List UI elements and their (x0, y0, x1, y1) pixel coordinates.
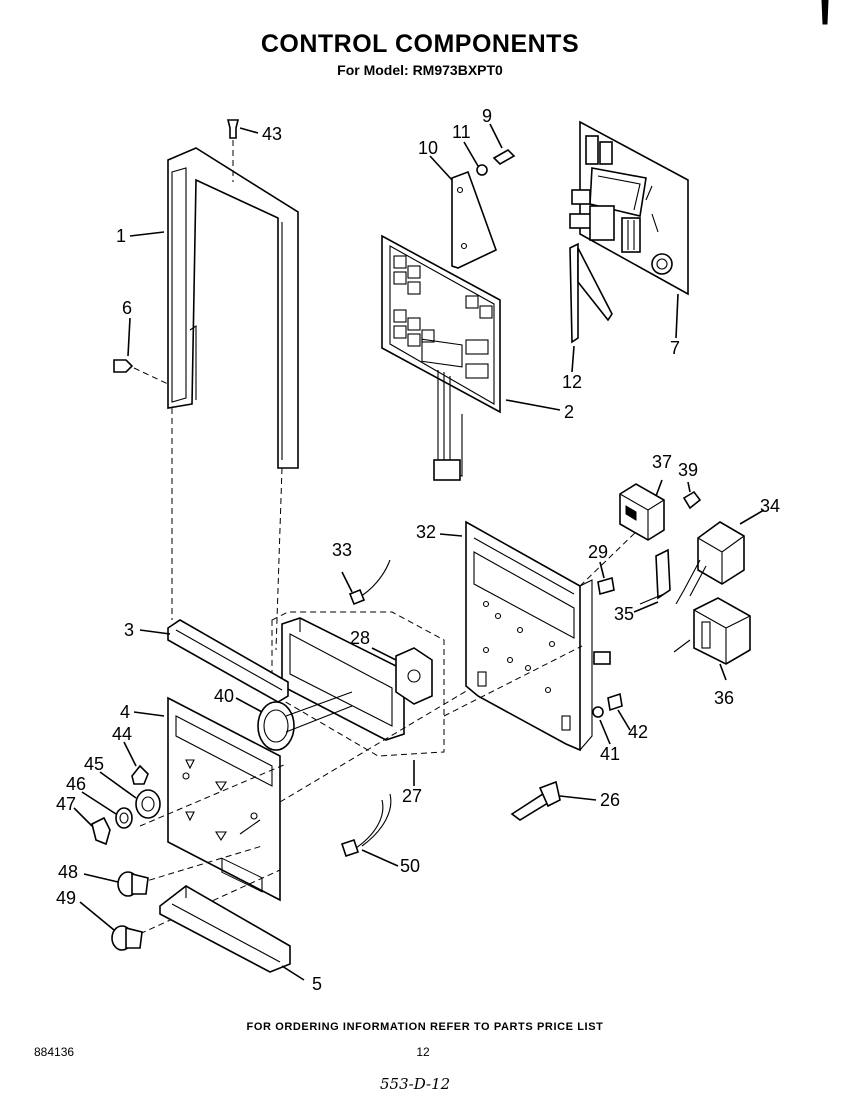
part-10-bracket (451, 170, 497, 269)
part-11-nut (476, 164, 488, 176)
callout-1: 1 (116, 226, 126, 246)
part-42-screw (607, 692, 623, 712)
leader-lines (73, 123, 765, 981)
ordering-info: FOR ORDERING INFORMATION REFER TO PARTS … (246, 1021, 604, 1033)
callout-7: 7 (670, 338, 680, 358)
doc-number: 884136 (34, 1045, 75, 1059)
callout-32: 32 (416, 522, 436, 542)
part-2-touch-panel (381, 234, 501, 481)
callout-28: 28 (350, 628, 370, 648)
callout-11: 11 (452, 122, 471, 142)
page-title: CONTROL COMPONENTS (260, 30, 580, 58)
callout-33: 33 (332, 540, 352, 560)
part-45-knob (135, 789, 161, 819)
part-40-dial (257, 691, 353, 751)
callout-47: 47 (56, 794, 76, 814)
callout-44: 44 (112, 724, 132, 744)
callout-34: 34 (760, 496, 780, 516)
callout-27: 27 (402, 786, 422, 806)
part-6-screw (113, 359, 169, 385)
part-7-circuit-board (569, 120, 689, 296)
part-34-switch (675, 521, 745, 605)
part-27-assembly-outline (271, 611, 445, 757)
callout-26: 26 (600, 790, 620, 810)
callout-35: 35 (614, 604, 634, 624)
part-35-wire-clip (639, 548, 671, 605)
part-9-screw (492, 149, 516, 165)
callout-4: 4 (120, 702, 130, 722)
part-50-wire (340, 793, 392, 858)
part-49-knob (111, 925, 143, 951)
callout-43: 43 (262, 124, 282, 144)
part-41-washer (592, 706, 604, 718)
callout-9: 9 (482, 106, 492, 126)
callout-10: 10 (418, 138, 438, 158)
part-5-bottom-trim (159, 885, 291, 973)
part-1-trim-frame (167, 147, 299, 469)
callout-labels: 43 1 6 10 11 9 7 12 2 3 4 5 33 32 28 40 … (56, 106, 780, 994)
part-43-screw (226, 119, 240, 182)
callout-42: 42 (628, 722, 648, 742)
model-subtitle: For Model: RM973BXPT0 (337, 62, 503, 78)
part-32-mounting-plate (465, 520, 641, 752)
handwritten-note: 553-D-12 (380, 1075, 451, 1093)
part-28-display-module (281, 617, 433, 741)
callout-3: 3 (124, 620, 134, 640)
part-29-screw (597, 576, 615, 596)
part-3-top-trim (167, 619, 289, 703)
part-48-knob (117, 871, 149, 897)
part-26-probe (510, 780, 561, 821)
callout-41: 41 (600, 744, 620, 764)
callout-49: 49 (56, 888, 76, 908)
callout-50: 50 (400, 856, 420, 876)
part-37-relay (619, 483, 665, 541)
callout-12: 12 (562, 372, 582, 392)
callout-48: 48 (58, 862, 78, 882)
callout-37: 37 (652, 452, 672, 472)
part-47-knob (91, 816, 111, 846)
callout-45: 45 (84, 754, 104, 774)
part-44-knob (131, 764, 149, 785)
callout-40: 40 (214, 686, 234, 706)
callout-6: 6 (122, 298, 132, 318)
part-39-clip (682, 490, 702, 510)
part-36-transformer (673, 597, 751, 665)
callout-36: 36 (714, 688, 734, 708)
callout-39: 39 (678, 460, 698, 480)
callout-29: 29 (588, 542, 608, 562)
callout-5: 5 (312, 974, 322, 994)
callout-2: 2 (564, 402, 574, 422)
callout-46: 46 (66, 774, 86, 794)
page-number: 12 (416, 1045, 430, 1059)
part-33-wire (348, 559, 391, 606)
part-12-bracket (569, 242, 613, 344)
part-4-front-panel (167, 696, 281, 902)
corner-mark (821, 0, 829, 25)
part-46-spring (115, 807, 133, 829)
